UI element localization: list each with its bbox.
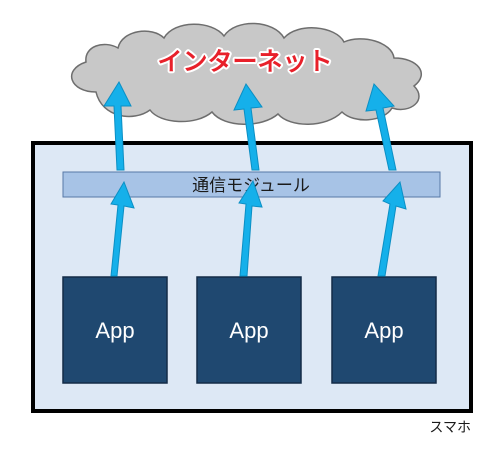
app-box-1-rect: [62, 276, 168, 384]
internet-cloud: インターネット: [70, 22, 422, 125]
app-box-1: App: [62, 276, 168, 384]
app-box-3-label: App: [364, 318, 403, 343]
smartphone-label: スマホ: [429, 420, 471, 436]
cloud-shape: [70, 22, 422, 125]
arrow-module-to-cloud-2-icon: [233, 82, 263, 171]
arrow-module-to-cloud-3-icon: [365, 83, 397, 171]
arrow-app1-to-module-icon: [110, 180, 135, 277]
app-box-2-rect: [196, 276, 302, 384]
app-box-1-label: App: [95, 318, 134, 343]
app-box-3: App: [331, 276, 437, 384]
arrow-module-to-cloud-1-icon: [103, 80, 132, 171]
arrows: [103, 80, 407, 277]
app-box-3-rect: [331, 276, 437, 384]
internet-label: インターネット: [157, 47, 332, 76]
arrow-app3-to-module-icon: [377, 180, 407, 277]
arrow-app2-to-module-icon: [238, 179, 263, 277]
app-box-2-label: App: [229, 318, 268, 343]
app-box-2: App: [196, 276, 302, 384]
